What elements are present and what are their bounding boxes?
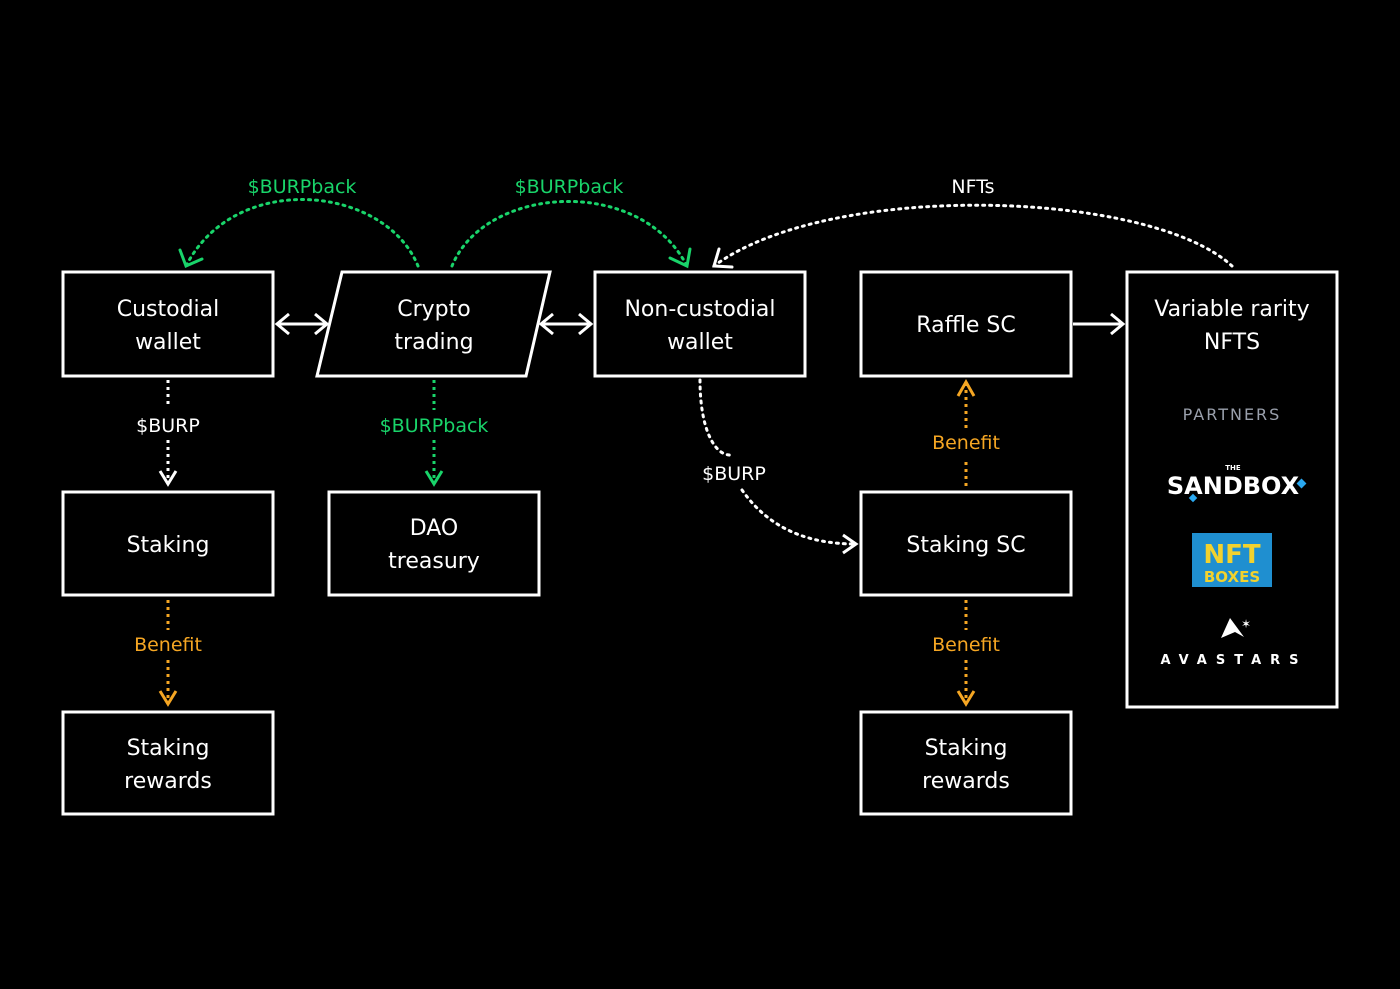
node-label: wallet [135,330,201,355]
node-staking-rewards-right: Staking rewards [859,710,1073,816]
node-label: Non-custodial [624,297,775,322]
burp-label-left: $BURP [136,415,200,437]
edge-trading-to-custodial: $BURPback [178,176,420,269]
partners-heading: PARTNERS [1183,405,1282,424]
node-label: treasury [388,549,480,574]
edge-trading-to-dao: $BURPback [380,380,489,487]
node-label: DAO [410,516,459,541]
node-label: Staking [925,736,1008,761]
node-dao-treasury: DAO treasury [327,490,541,597]
node-label: Variable rarity [1154,297,1309,322]
node-label: rewards [124,769,212,794]
edge-custodial-to-staking: $BURP [136,380,200,487]
benefit-label-left: Benefit [134,634,202,656]
edge-staking-sc-to-rewards: Benefit [932,600,1000,707]
benefit-label-right: Benefit [932,634,1000,656]
sandbox-logo-small-text: THE [1225,464,1241,472]
burpback-label-down: $BURPback [380,415,489,437]
node-staking-rewards-left: Staking rewards [61,710,275,816]
node-label: NFTS [1204,330,1260,355]
avastars-logo: ✶ AVASTARS [1160,617,1307,668]
node-label: trading [394,330,473,355]
node-non-custodial-wallet: Non-custodial wallet [593,270,807,378]
node-label: Crypto [397,297,470,322]
nftboxes-logo-bottom: BOXES [1204,568,1260,586]
edge-raffle-to-nfts [1073,312,1126,336]
edge-custodial-trading [274,312,330,336]
sandbox-logo-text: SANDBOX [1167,472,1300,500]
edge-staking-to-rewards: Benefit [134,600,202,707]
edge-staking-sc-to-raffle: Benefit [932,378,1000,486]
burpback-label-right: $BURPback [515,176,624,198]
edge-trading-to-noncustodial: $BURPback [450,176,692,269]
avastars-logo-text: AVASTARS [1160,653,1307,668]
node-label: rewards [922,769,1010,794]
nftboxes-logo-top: NFT [1203,540,1261,570]
node-label: Custodial [117,297,220,322]
nftboxes-logo: NFT BOXES [1192,533,1272,587]
edge-trading-noncustodial [538,312,594,336]
node-custodial-wallet: Custodial wallet [61,270,275,378]
node-label: wallet [667,330,733,355]
burpback-label-left: $BURPback [248,176,357,198]
edge-noncustodial-to-staking-sc: $BURP [698,378,859,555]
node-label: Raffle SC [916,313,1015,338]
edge-nfts-to-noncustodial: NFTs [712,176,1234,269]
node-label: Staking [127,736,210,761]
node-variable-rarity-nfts: Variable rarity NFTS PARTNERS THE SANDBO… [1125,270,1339,709]
node-staking: Staking [61,490,275,597]
sandbox-logo: THE SANDBOX [1167,464,1307,503]
nfts-label: NFTs [951,176,994,198]
node-label: Staking [127,533,210,558]
node-raffle-sc: Raffle SC [859,270,1073,378]
node-label: Staking SC [906,533,1025,558]
svg-text:✶: ✶ [1241,617,1251,631]
node-crypto-trading: Crypto trading [315,270,552,378]
avastars-icon [1221,618,1244,638]
burp-label-curve: $BURP [702,463,766,485]
node-staking-sc: Staking SC [859,490,1073,597]
benefit-label-raffle: Benefit [932,432,1000,454]
